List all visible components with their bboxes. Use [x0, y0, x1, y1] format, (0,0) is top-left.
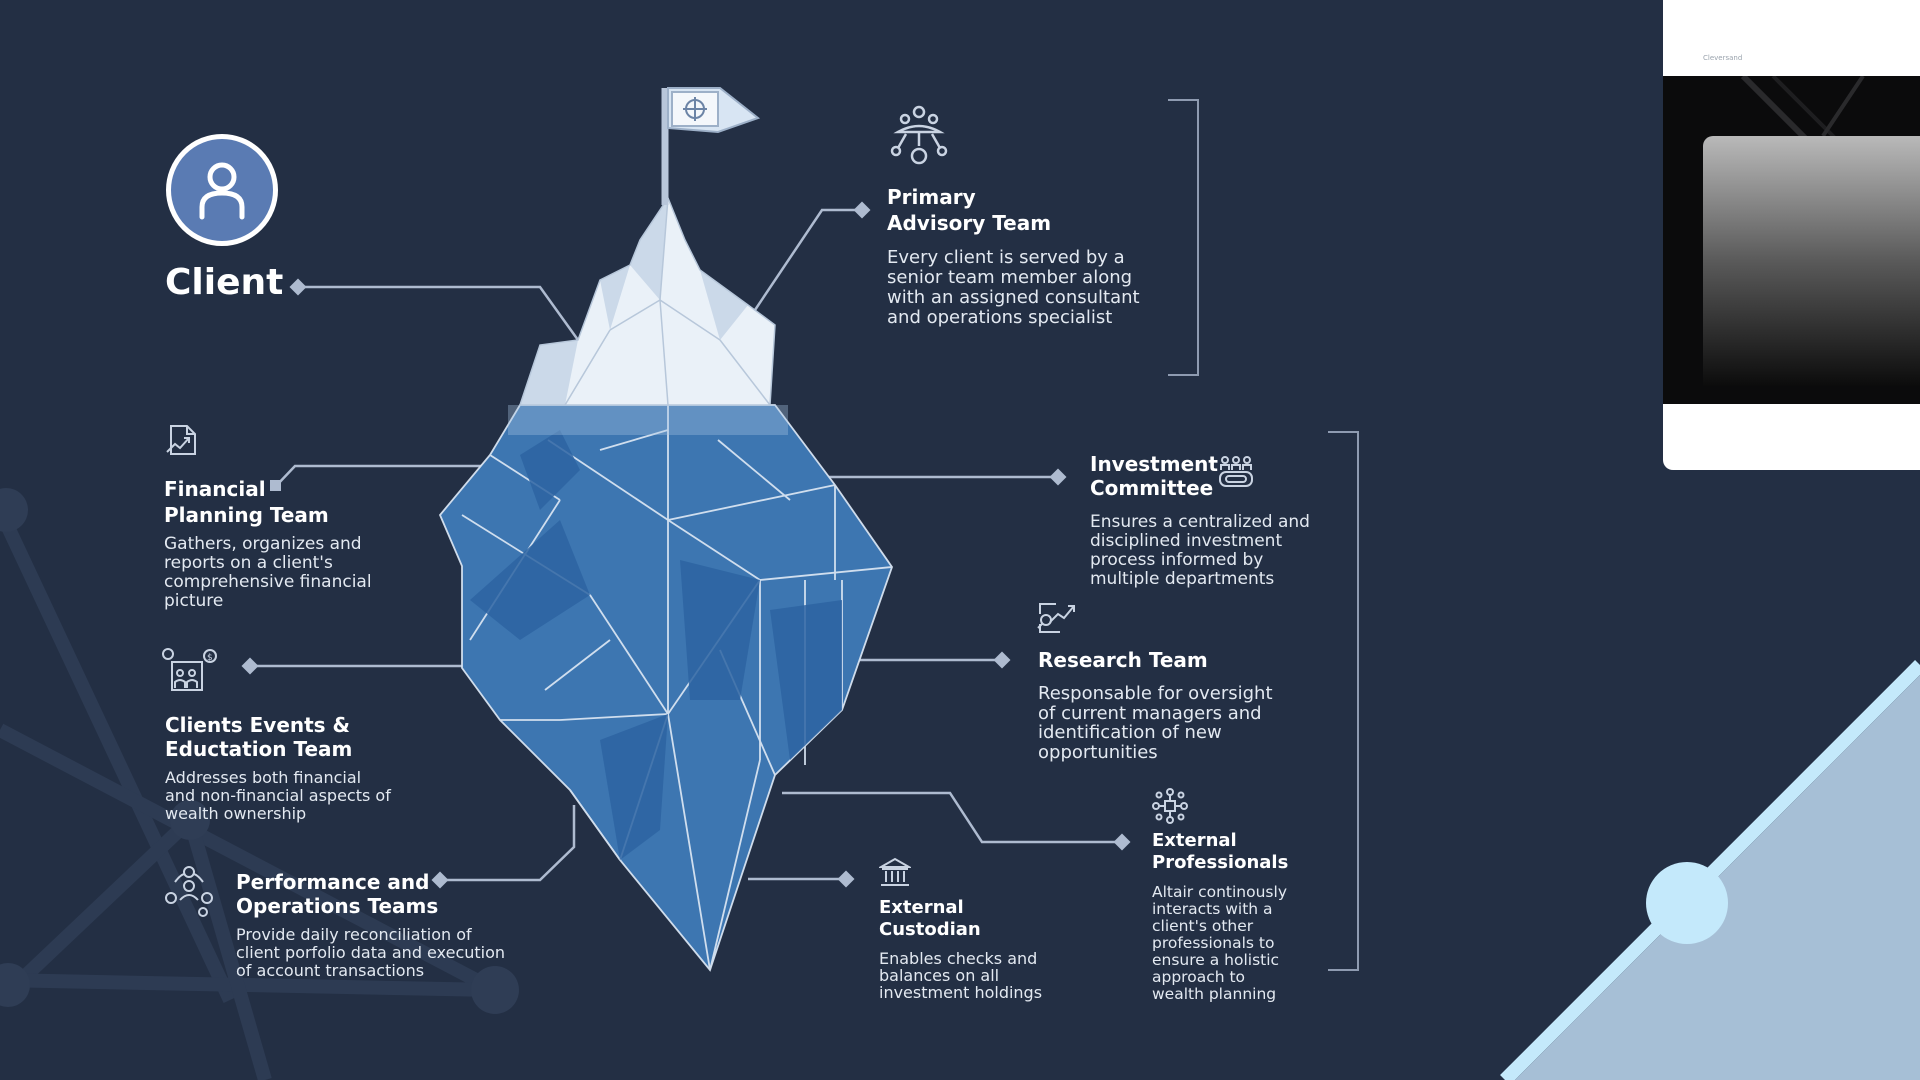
desc-line: senior team member along	[887, 267, 1133, 288]
iceberg	[438, 196, 894, 972]
desc-line: Altair continously	[1152, 883, 1287, 901]
desc-line: client porfolio data and execution	[236, 943, 506, 962]
title-line: Operations Teams	[236, 894, 439, 918]
client-events-title: Clients Events & Eductation Team	[165, 713, 352, 761]
thumbnail-preview	[1663, 76, 1920, 404]
desc-line: with an assigned consultant	[887, 287, 1140, 308]
desc-line: Responsable for oversight	[1038, 683, 1273, 704]
external-custodian-description: Enables checks and balances on all inves…	[879, 950, 1042, 1001]
title-line: External	[879, 897, 964, 918]
corner-accent-shape	[1500, 660, 1920, 1080]
title-line: Advisory Team	[887, 211, 1052, 235]
desc-line: balances on all	[879, 966, 1000, 985]
desc-line: client's other	[1152, 917, 1254, 935]
background-network-nodes	[0, 488, 519, 1014]
desc-line: approach to	[1152, 968, 1246, 986]
desc-line: multiple departments	[1090, 569, 1275, 589]
accent-circle	[1646, 862, 1728, 944]
network-nodes-icon	[1152, 788, 1188, 824]
title-line: Professionals	[1152, 852, 1289, 873]
family-money-icon: $	[162, 648, 217, 691]
desc-line: professionals to	[1152, 934, 1275, 952]
title-line: External	[1152, 830, 1237, 851]
connector-lines	[250, 208, 1122, 882]
desc-line: Addresses both financial	[165, 768, 362, 787]
desc-line: and operations specialist	[887, 307, 1113, 328]
iceberg-tip	[520, 198, 775, 405]
svg-text:$: $	[207, 653, 213, 663]
desc-line: Provide daily reconciliation of	[236, 925, 472, 944]
desc-line: process informed by	[1090, 550, 1264, 570]
person-dollar-cycle-icon	[165, 866, 213, 917]
connector-diamonds	[241, 201, 1131, 889]
compass-icon	[683, 97, 707, 121]
desc-line: of account transactions	[236, 961, 425, 980]
title-line: Committee	[1090, 476, 1214, 500]
background-network-graphic	[0, 507, 499, 1080]
external-professionals-title: External Professionals	[1152, 830, 1288, 874]
external-custodian-title: External Custodian	[879, 897, 981, 941]
financial-planning-title: Financial Planning Team	[164, 476, 329, 528]
document-chart-icon	[166, 425, 196, 455]
title-line: Performance and	[236, 870, 430, 894]
performance-ops-description: Provide daily reconciliation of client p…	[236, 926, 505, 980]
desc-line: wealth planning	[1152, 985, 1277, 1003]
title-line: Eductation Team	[165, 737, 353, 761]
bracket-right-group	[1328, 431, 1359, 971]
external-professionals-description: Altair continously interacts with a clie…	[1152, 884, 1287, 1003]
thumbnail-gradient	[1703, 136, 1920, 386]
bracket-primary-advisory	[1168, 99, 1199, 376]
title-line: Financial	[164, 477, 266, 501]
desc-line: and non-financial aspects of	[165, 786, 391, 805]
user-icon	[199, 162, 245, 220]
committee-table-icon	[1219, 456, 1253, 487]
desc-line: investment holdings	[879, 983, 1043, 1002]
bank-icon	[879, 857, 911, 886]
research-description: Responsable for oversight of current man…	[1038, 684, 1273, 762]
performance-ops-title: Performance and Operations Teams	[236, 870, 438, 918]
desc-line: ensure a holistic	[1152, 951, 1280, 969]
investment-committee-title: Investment Committee	[1090, 452, 1218, 500]
title-line: Clients Events &	[165, 713, 350, 737]
desc-line: wealth ownership	[165, 804, 307, 823]
desc-line: opportunities	[1038, 741, 1158, 763]
primary-advisory-description: Every client is served by a senior team …	[887, 248, 1140, 328]
title-line: Planning Team	[164, 503, 329, 527]
title-line: Investment	[1090, 452, 1218, 476]
desc-line: picture	[164, 591, 224, 611]
desc-line: interacts with a	[1152, 900, 1273, 918]
desc-line: comprehensive financial	[164, 572, 372, 592]
desc-line: Gathers, organizes and	[164, 534, 362, 554]
video-thumbnail-panel[interactable]: Cleversand	[1663, 0, 1920, 470]
title-line: Custodian	[879, 919, 981, 940]
desc-line: Ensures a centralized and	[1090, 512, 1310, 532]
desc-line: of current managers and	[1038, 702, 1262, 724]
primary-advisory-title: Primary Advisory Team	[887, 184, 1051, 236]
title-line: Primary	[887, 185, 976, 209]
investment-committee-description: Ensures a centralized and disciplined in…	[1090, 513, 1310, 589]
desc-line: Enables checks and	[879, 949, 1038, 968]
financial-planning-description: Gathers, organizes and reports on a clie…	[164, 535, 372, 611]
desc-line: identification of new	[1038, 722, 1222, 743]
team-network-icon	[890, 105, 948, 165]
research-title: Research Team	[1038, 648, 1208, 672]
research-chart-icon	[1037, 603, 1075, 633]
desc-line: reports on a client's	[164, 553, 333, 573]
thumbnail-caption: Cleversand	[1703, 54, 1743, 62]
desc-line: disciplined investment	[1090, 531, 1283, 551]
client-label: Client	[165, 262, 284, 303]
desc-line: Every client is served by a	[887, 247, 1125, 268]
client-events-description: Addresses both financial and non-financi…	[165, 769, 391, 823]
summit-flag	[661, 87, 761, 205]
client-avatar	[166, 134, 278, 246]
